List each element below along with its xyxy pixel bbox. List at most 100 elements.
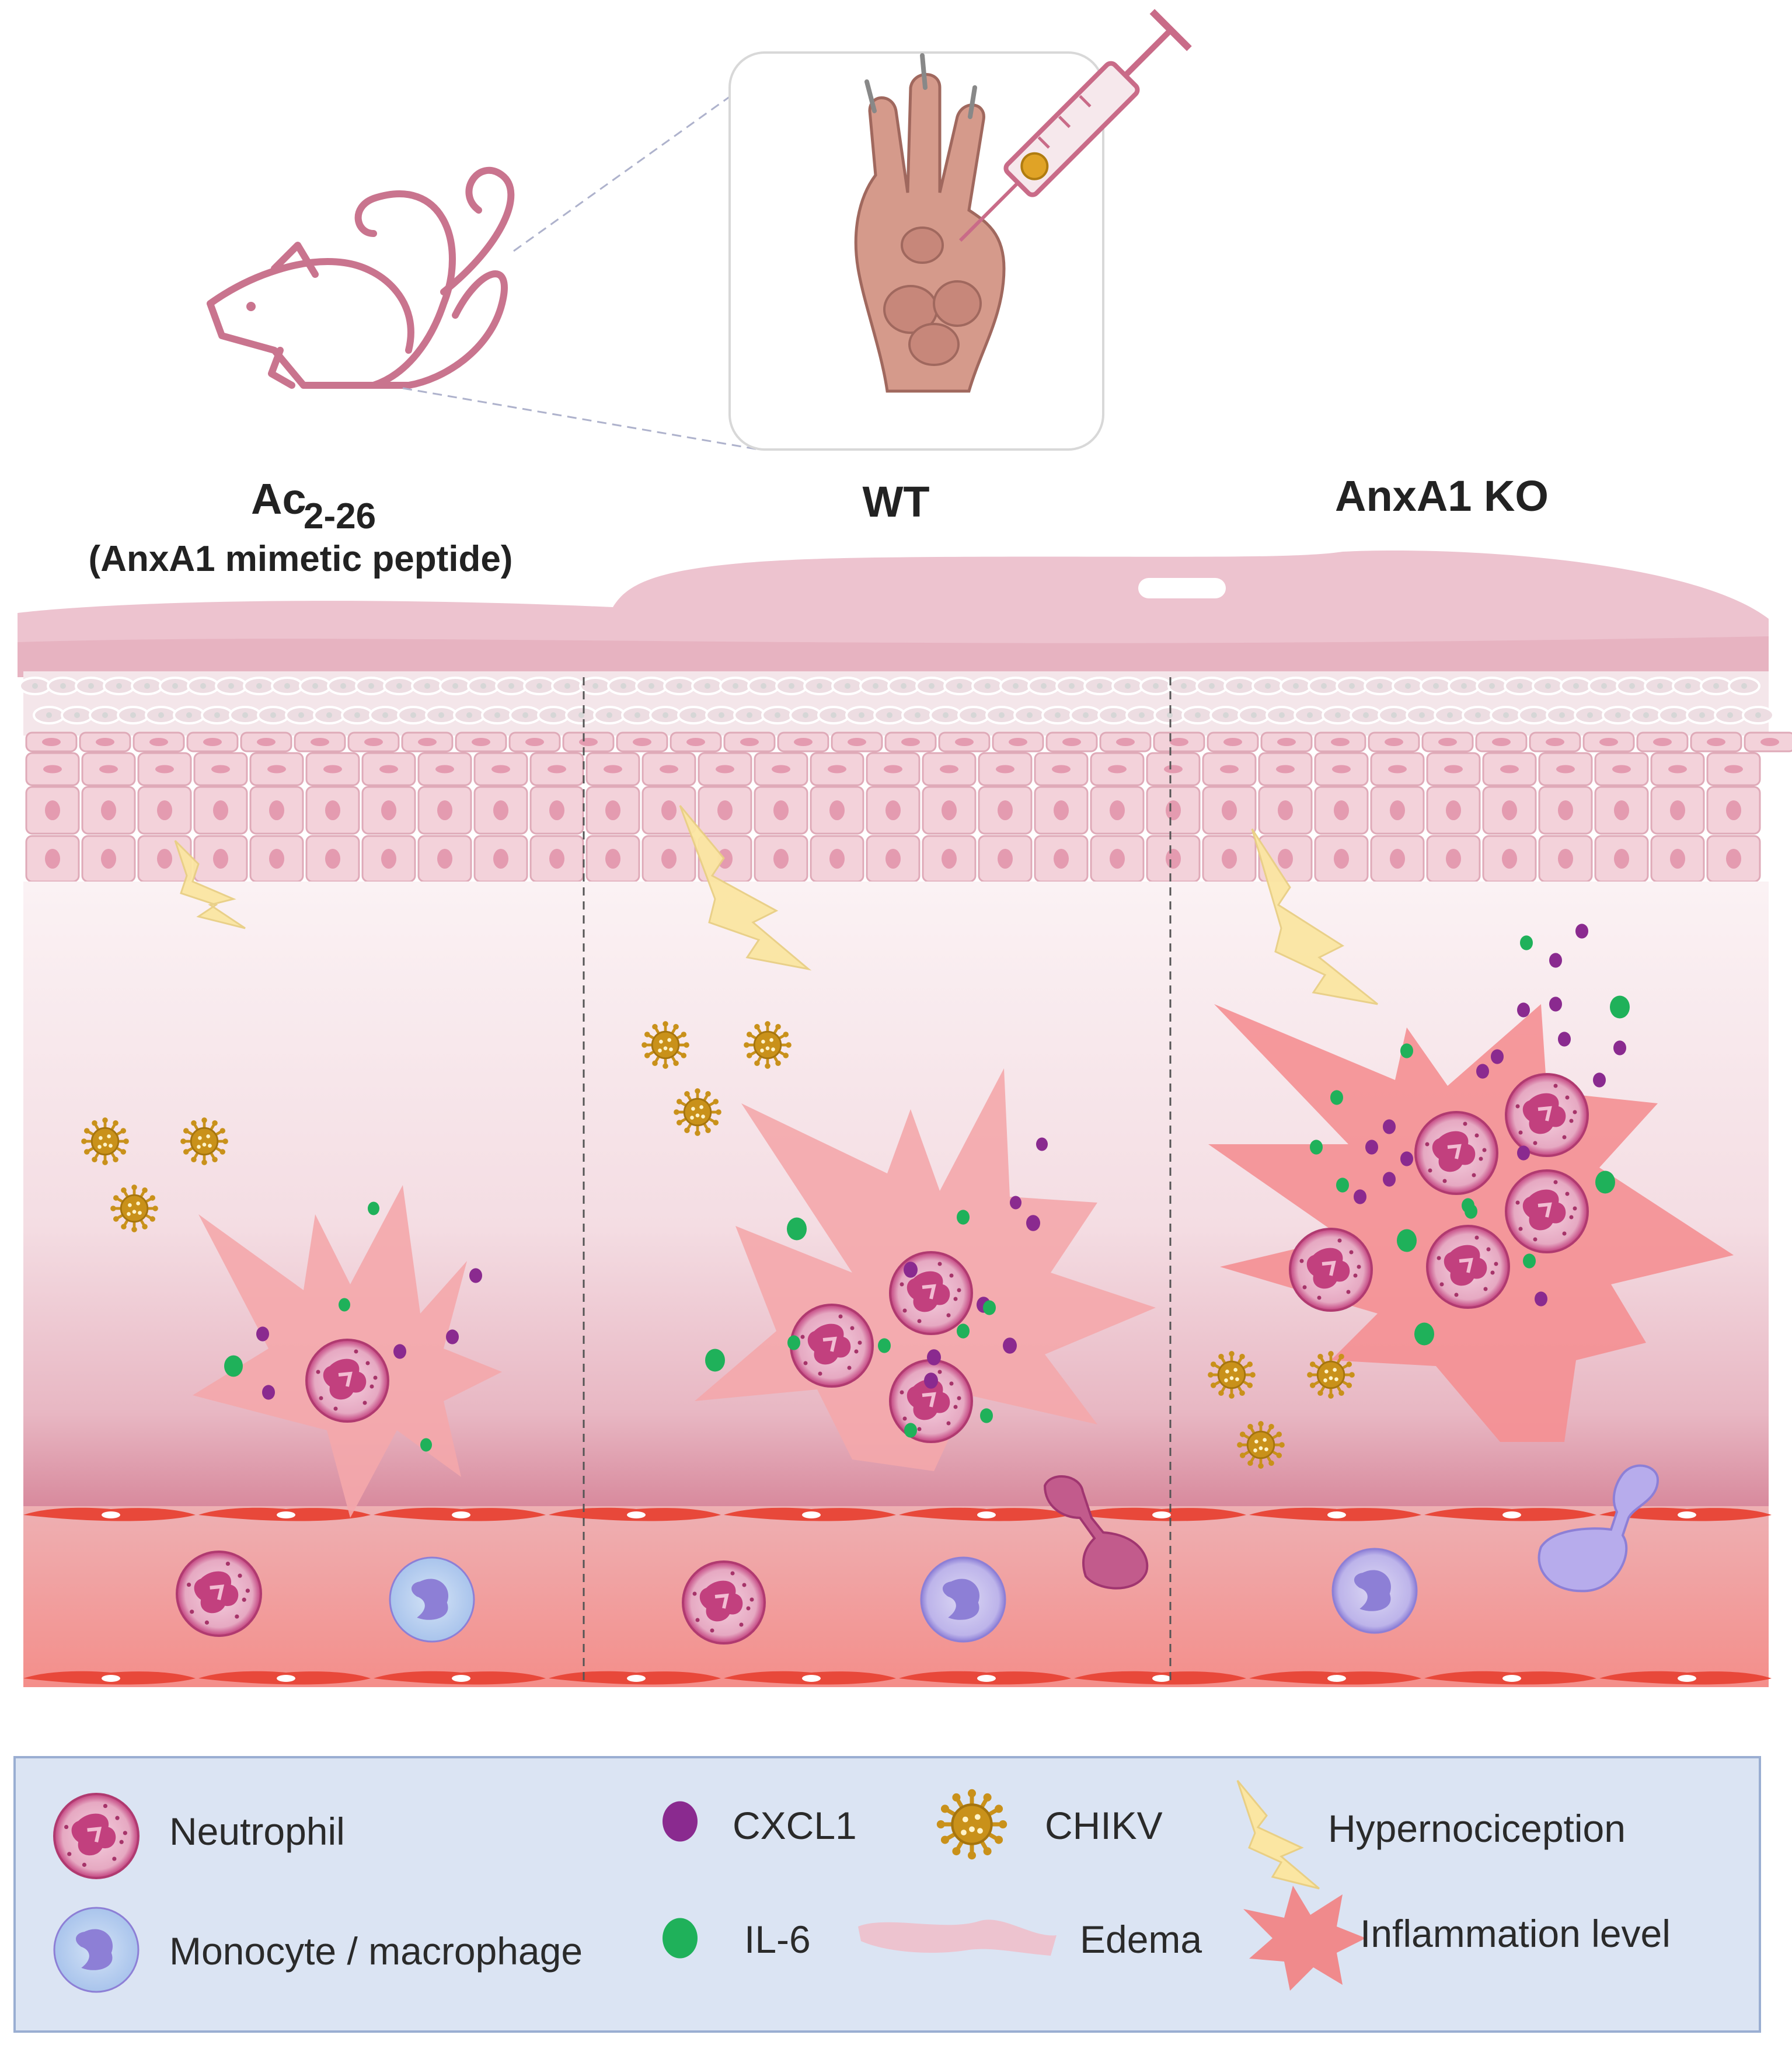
lightning-icon <box>174 839 246 929</box>
virus-spike-tip <box>1229 1393 1235 1399</box>
keratinocyte-nucleus <box>418 738 437 746</box>
keratinocyte-nucleus <box>549 800 564 820</box>
il6-molecule <box>1330 1090 1343 1105</box>
keratinocyte-nucleus <box>579 738 598 746</box>
neutrophil-granule <box>1573 1110 1577 1114</box>
neutrophil-granule <box>316 1370 320 1374</box>
keratinocyte-nucleus <box>1500 765 1519 774</box>
granular-nucleus <box>985 683 991 689</box>
keratinocyte-nucleus <box>325 849 340 869</box>
neutrophil-granule <box>742 1583 747 1587</box>
virus-dot <box>969 1826 975 1833</box>
virus-spike-tip <box>754 1023 760 1030</box>
neutrophil-granule <box>1483 1287 1488 1291</box>
virus-spike-tip <box>212 1120 218 1126</box>
neutrophil-granule <box>373 1375 378 1380</box>
granular-nucleus <box>1531 712 1537 718</box>
endothelial-nucleus <box>277 1675 295 1682</box>
neutrophil-granule <box>82 1862 87 1867</box>
granular-nucleus <box>536 683 542 689</box>
granular-nucleus <box>1195 712 1201 718</box>
virus-spike-tip <box>191 1120 197 1126</box>
granular-nucleus <box>943 712 949 718</box>
endothelial-nucleus <box>1327 1511 1346 1518</box>
keratinocyte-nucleus <box>661 849 677 869</box>
granular-nucleus <box>1055 712 1061 718</box>
virus-dot <box>1224 1378 1228 1382</box>
granular-nucleus <box>1713 683 1719 689</box>
neutrophil-granule <box>937 1370 942 1374</box>
monocyte-icon <box>1331 1548 1418 1634</box>
il6-molecule <box>224 1355 243 1377</box>
granular-nucleus <box>1153 683 1159 689</box>
granular-nucleus <box>845 683 850 689</box>
virus-spike-tip <box>1276 1431 1282 1437</box>
granular-nucleus <box>1629 683 1635 689</box>
neutrophil-granule <box>695 1618 700 1622</box>
granular-nucleus <box>1559 712 1565 718</box>
virus-spike-tip <box>642 1042 647 1048</box>
virus-spike-tip <box>1247 1423 1253 1430</box>
granular-nucleus <box>312 683 318 689</box>
granular-nucleus <box>1587 712 1593 718</box>
keratinocyte-nucleus <box>1390 849 1405 869</box>
virus-spike-tip <box>219 1149 226 1155</box>
keratinocyte-nucleus <box>998 800 1013 820</box>
granular-nucleus <box>1279 712 1285 718</box>
neutrophil-granule <box>917 1427 922 1431</box>
virus-spike-tip <box>952 1793 961 1802</box>
keratinocyte-nucleus <box>437 849 452 869</box>
virus-spike-tip <box>1239 1390 1245 1396</box>
virus-body <box>951 1803 993 1845</box>
virus-icon <box>180 1117 228 1165</box>
virus-dot <box>109 1144 113 1148</box>
keratinocyte-nucleus <box>1707 738 1725 746</box>
virus-spike-tip <box>676 1120 682 1126</box>
cxcl1-molecule <box>927 1349 941 1365</box>
virus-spike-tip <box>110 1206 116 1211</box>
il6-molecule <box>957 1210 970 1225</box>
granular-nucleus <box>705 683 710 689</box>
virus-spike-tip <box>684 1042 689 1048</box>
granular-nucleus <box>999 712 1005 718</box>
granular-nucleus <box>789 683 794 689</box>
granular-nucleus <box>46 712 52 718</box>
monocyte-icon <box>389 1556 475 1643</box>
granular-nucleus <box>1741 683 1747 689</box>
virus-dot <box>138 1211 142 1215</box>
neutrophil-granule <box>1515 1200 1520 1205</box>
neutrophil-granule <box>746 1606 751 1611</box>
keratinocyte-nucleus <box>1492 738 1511 746</box>
keratinocyte-nucleus <box>213 800 228 820</box>
endothelial-nucleus <box>1678 1511 1696 1518</box>
granular-nucleus <box>873 683 878 689</box>
neutrophil-granule <box>190 1609 194 1614</box>
legend-label-cxcl1: CXCL1 <box>733 1804 857 1847</box>
granular-nucleus <box>354 712 360 718</box>
granular-nucleus <box>102 712 108 718</box>
virus-spike-tip <box>1237 1442 1243 1448</box>
granular-nucleus <box>1097 683 1103 689</box>
granular-nucleus <box>1615 712 1621 718</box>
keratinocyte-nucleus <box>1760 738 1779 746</box>
virus-dot <box>208 1144 212 1148</box>
virus-spike-tip <box>995 1835 1003 1844</box>
keratinocyte-nucleus <box>1116 738 1135 746</box>
keratinocyte-nucleus <box>885 849 901 869</box>
virus-spike-tip <box>746 1032 752 1037</box>
cxcl1-molecule <box>262 1385 275 1400</box>
neutrophil-granule <box>900 1390 904 1395</box>
neutrophil-granule <box>1565 1095 1570 1100</box>
virus-spike-tip <box>1210 1382 1216 1388</box>
neutrophil-granule <box>1302 1285 1307 1290</box>
keratinocyte-nucleus <box>1052 765 1071 774</box>
keratinocyte-nucleus <box>940 765 958 774</box>
neutrophil-icon <box>1289 1228 1373 1312</box>
neutrophil-nucleus <box>807 1323 851 1365</box>
endothelial-nucleus <box>802 1511 821 1518</box>
keratinocyte-nucleus <box>43 765 62 774</box>
neutrophil-granule <box>64 1824 69 1830</box>
il6-molecule <box>878 1338 891 1353</box>
granular-nucleus <box>957 683 963 689</box>
neutrophil-granule <box>186 1582 191 1587</box>
